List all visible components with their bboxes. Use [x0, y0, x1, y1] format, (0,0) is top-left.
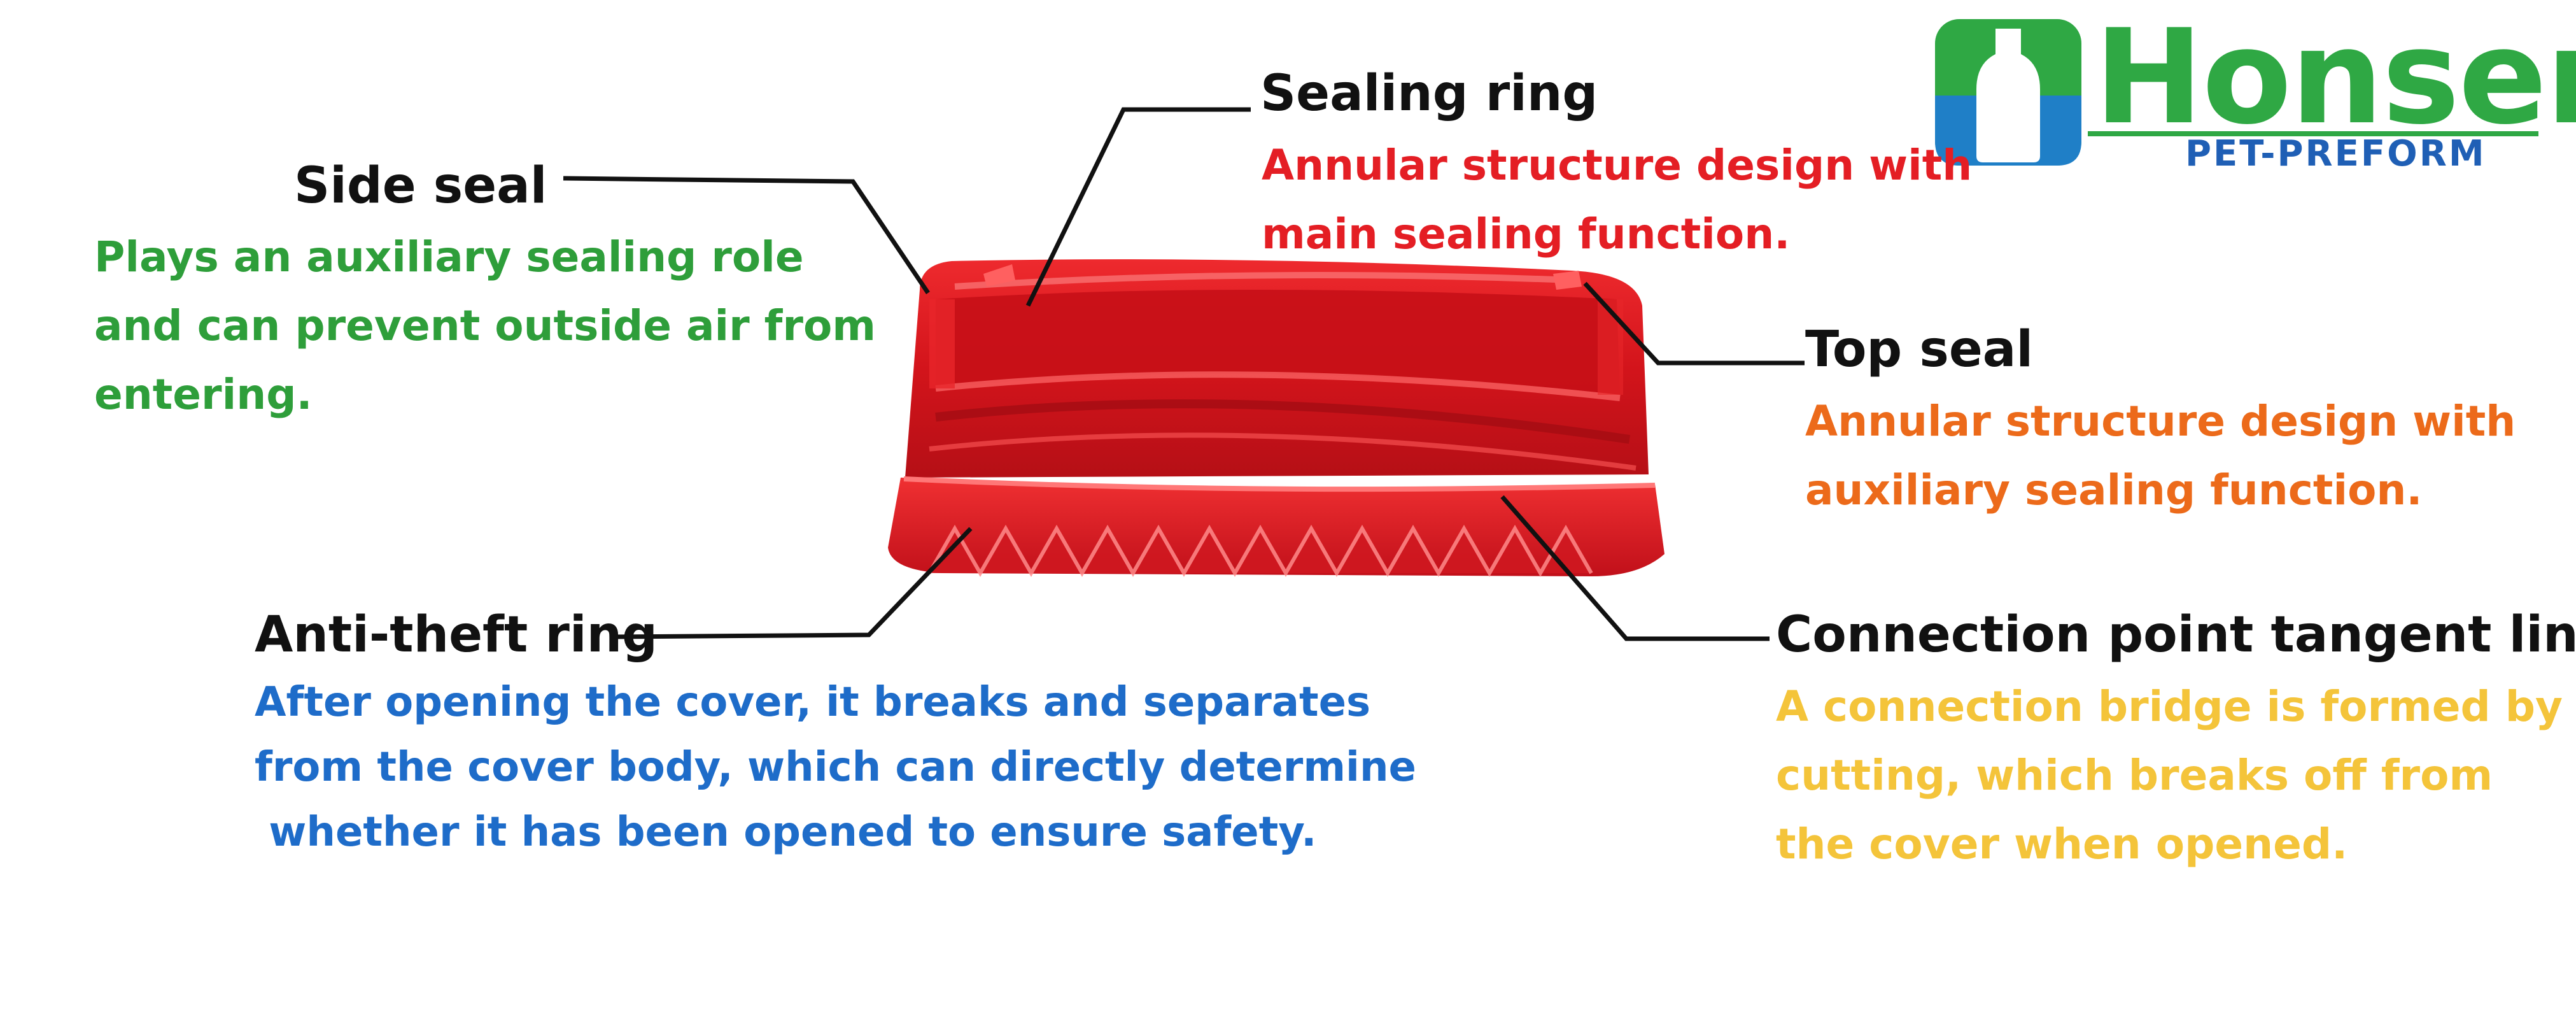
leader-anti-theft [614, 527, 973, 639]
sealing-ring-line: main sealing function. [1262, 210, 1791, 259]
connection-point-line: A connection bridge is formed by [1776, 682, 2563, 731]
top-seal-line: auxiliary sealing function. [1805, 466, 2423, 515]
leader-lines [563, 107, 1805, 641]
side-seal-title: Side seal [294, 157, 547, 215]
top-seal-description: Annular structure design with auxiliary … [1805, 387, 2516, 525]
honsen-logo-mark [1935, 19, 2081, 166]
sealing-ring-title: Sealing ring [1260, 65, 1598, 122]
anti-theft-ring-description: After opening the cover, it breaks and s… [255, 670, 1416, 865]
side-seal-line: entering. [94, 370, 313, 419]
leader-connection [1500, 495, 1770, 641]
connection-point-line: the cover when opened. [1776, 820, 2348, 869]
logo-tagline: PET-PREFORM [2185, 133, 2486, 174]
logo-wordmark: Honsen [2094, 2, 2576, 153]
anti-theft-ring-title: Anti-theft ring [255, 606, 658, 664]
anti-theft-band [888, 476, 1665, 578]
leader-sealing-ring [1025, 107, 1251, 307]
anti-theft-ring-line: from the cover body, which can directly … [255, 744, 1416, 791]
side-seal-description: Plays an auxiliary sealing role and can … [94, 223, 876, 429]
leader-side-seal [563, 176, 930, 294]
sealing-ring-description: Annular structure design with main seali… [1262, 131, 1972, 269]
connection-point-line: cutting, which breaks off from [1776, 751, 2493, 800]
side-seal-line: and can prevent outside air from [94, 301, 876, 350]
anti-theft-ring-line: whether it has been opened to ensure saf… [255, 809, 1317, 856]
leader-top-seal [1583, 281, 1805, 366]
band-teeth [927, 524, 1593, 578]
top-seal-line: Annular structure design with [1805, 397, 2516, 446]
cap-body [905, 259, 1649, 478]
logo-underline [2088, 131, 2538, 136]
side-seal-line: Plays an auxiliary sealing role [94, 232, 804, 281]
connection-point-description: A connection bridge is formed by cutting… [1776, 672, 2563, 879]
anti-theft-ring-line: After opening the cover, it breaks and s… [255, 679, 1371, 726]
connection-point-title: Connection point tangent line [1776, 606, 2576, 664]
top-seal-title: Top seal [1805, 321, 2034, 378]
sealing-ring-line: Annular structure design with [1262, 141, 1973, 190]
bottle-icon [1976, 29, 2040, 162]
